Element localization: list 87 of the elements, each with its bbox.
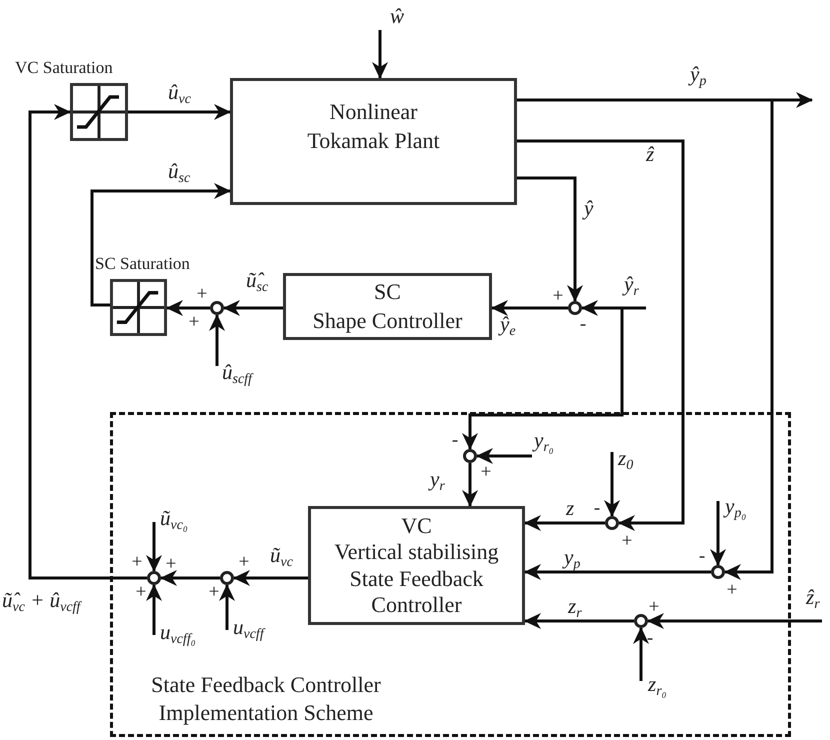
sign-label: - bbox=[594, 498, 600, 518]
block-title: SC Saturation bbox=[95, 254, 190, 274]
process-block bbox=[283, 273, 492, 340]
arrow bbox=[146, 522, 162, 572]
arrow bbox=[146, 584, 162, 635]
signal-label: ŷ bbox=[584, 196, 594, 220]
arrow bbox=[524, 613, 634, 629]
signal-label: z bbox=[566, 496, 574, 520]
sign-label: + bbox=[238, 552, 250, 572]
sign-label: - bbox=[646, 628, 654, 648]
signal-label: z$_{0}$ bbox=[618, 446, 634, 474]
block-label: SC bbox=[373, 278, 402, 306]
sign-label: - bbox=[698, 546, 706, 566]
arrow bbox=[462, 308, 624, 450]
signal-label: u$_{vcff}$ bbox=[233, 615, 264, 644]
sign-label: + bbox=[648, 598, 660, 616]
summing-junction bbox=[220, 571, 234, 585]
signal-label: z$_{r}$ bbox=[568, 594, 582, 622]
arrow bbox=[517, 176, 583, 302]
process-block bbox=[308, 506, 525, 625]
signal-label: ŵ bbox=[390, 4, 404, 28]
signal-label: y$_{r₀}$ bbox=[534, 428, 554, 456]
signal-label: ũ̂$_{sc}$ bbox=[246, 268, 268, 296]
arrow bbox=[223, 300, 283, 316]
sign-label: + bbox=[552, 286, 564, 306]
summing-junction bbox=[568, 301, 582, 315]
arrow bbox=[219, 584, 235, 630]
sign-label: + bbox=[480, 462, 492, 482]
block-label: Vertical stabilising State Feedback Controller bbox=[333, 539, 500, 618]
sign-label: - bbox=[452, 430, 458, 450]
arrow bbox=[710, 501, 726, 566]
block-label: VC bbox=[400, 512, 433, 540]
region-label: State Feedback Controller Implementation Scheme bbox=[150, 670, 382, 728]
sign-label: + bbox=[188, 312, 200, 332]
signal-label: ŷ$_{e}$ bbox=[500, 312, 516, 340]
arrow bbox=[604, 452, 620, 517]
signal-label: z$_{r₀}$ bbox=[648, 672, 667, 700]
arrow bbox=[128, 104, 231, 120]
signal-label: y$_{p₀}$ bbox=[725, 494, 746, 522]
summing-junction bbox=[711, 565, 725, 579]
signal-label: y$_{r}$ bbox=[430, 467, 445, 496]
process-block bbox=[230, 78, 517, 205]
signal-label: ŷ$_{r}$ bbox=[624, 272, 639, 300]
signal-label: û$_{vc}$ bbox=[168, 80, 191, 108]
signal-label: u$_{vcff₀}$ bbox=[160, 620, 196, 648]
sign-label: - bbox=[580, 314, 586, 334]
arrow bbox=[233, 570, 308, 586]
arrow bbox=[28, 104, 147, 580]
arrow bbox=[517, 140, 684, 531]
arrow bbox=[647, 613, 822, 629]
arrow bbox=[524, 564, 711, 580]
sign-label: + bbox=[622, 532, 632, 550]
signal-label: ũ$_{vc}$ bbox=[270, 543, 293, 572]
summing-junction bbox=[210, 301, 224, 315]
sign-label: + bbox=[136, 582, 146, 602]
summing-junction bbox=[634, 614, 648, 628]
signal-label: ẑ bbox=[646, 142, 654, 166]
signal-label: ẑ$_{r}$ bbox=[806, 585, 820, 614]
arrow bbox=[633, 627, 649, 681]
block-title: VC Saturation bbox=[15, 58, 113, 78]
signal-label: y$_{p}$ bbox=[564, 545, 580, 574]
summing-junction bbox=[463, 449, 477, 463]
arrow bbox=[209, 314, 225, 366]
sign-label: + bbox=[132, 552, 142, 572]
arrow bbox=[524, 515, 605, 531]
summing-junction bbox=[147, 571, 161, 585]
sign-label: + bbox=[726, 580, 738, 600]
signal-label: ũ̂$_{vc}$ + û$_{vcff}$ bbox=[2, 588, 80, 616]
sign-label: + bbox=[166, 554, 176, 574]
arrow bbox=[372, 30, 388, 79]
arrow bbox=[476, 448, 532, 464]
sign-label: + bbox=[196, 284, 208, 304]
arrow bbox=[581, 300, 646, 316]
block-label: Nonlinear Tokamak Plant bbox=[306, 98, 441, 154]
arrow bbox=[166, 300, 210, 316]
arrow bbox=[90, 183, 231, 306]
summing-junction bbox=[605, 516, 619, 530]
arrow bbox=[160, 570, 220, 586]
arrow bbox=[491, 300, 568, 316]
signal-label: ũ$_{vc₀}$ bbox=[160, 506, 188, 534]
block-label: Shape Controller bbox=[312, 306, 464, 335]
signal-label: û$_{sc}$ bbox=[168, 159, 190, 188]
sign-label: + bbox=[208, 582, 220, 602]
signal-label: û$_{scff}$ bbox=[222, 360, 252, 388]
dashed-region bbox=[110, 412, 791, 737]
signal-label: ŷ$_{p}$ bbox=[690, 62, 706, 90]
arrow bbox=[462, 463, 478, 507]
